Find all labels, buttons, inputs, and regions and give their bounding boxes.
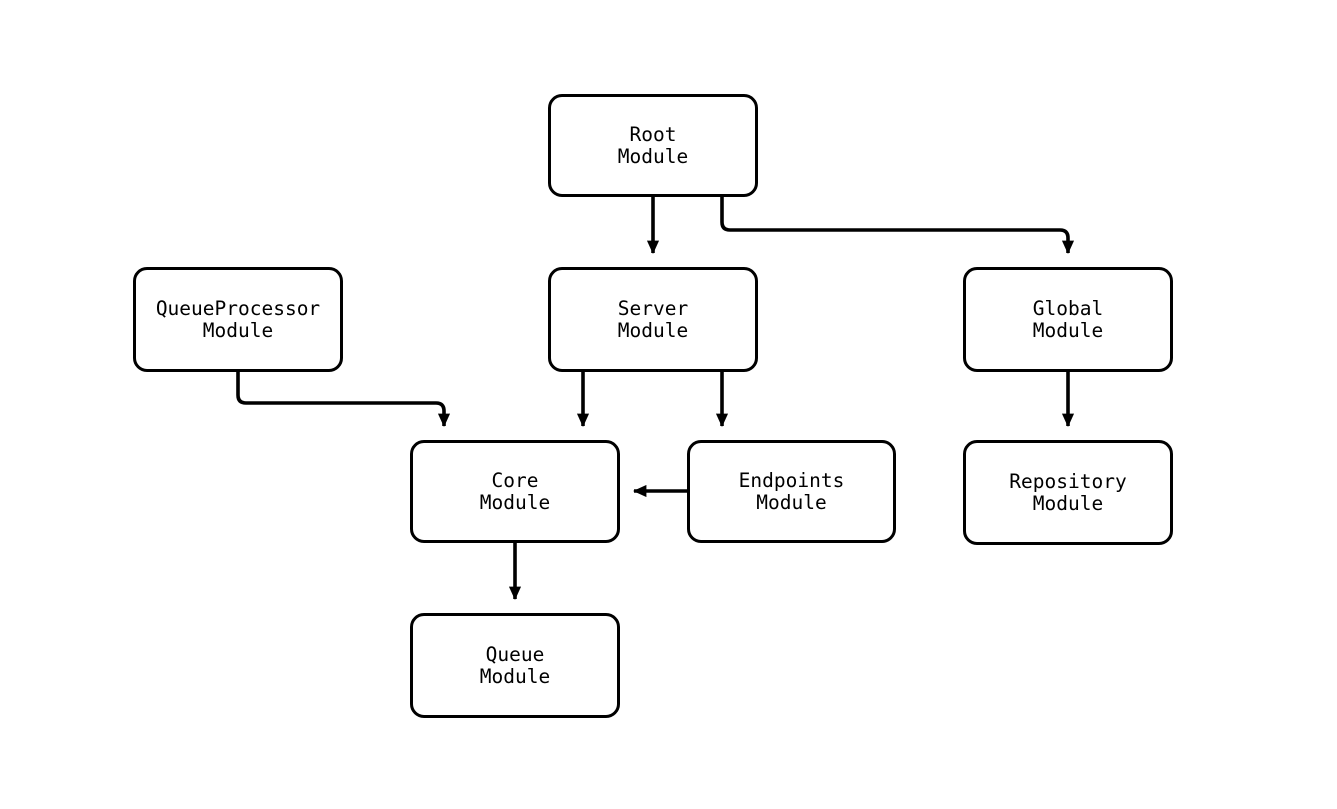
node-server-module[interactable]: Server Module — [548, 267, 758, 372]
node-root-module-label: Root Module — [617, 122, 689, 168]
node-queue-module-label: Queue Module — [479, 642, 551, 688]
node-root-module[interactable]: Root Module — [548, 94, 758, 197]
node-queueprocessor-module-label: QueueProcessor Module — [155, 296, 321, 342]
node-queueprocessor-module[interactable]: QueueProcessor Module — [133, 267, 343, 372]
edge-queueprocessor-core — [236, 372, 451, 427]
node-queue-module[interactable]: Queue Module — [410, 613, 620, 718]
node-server-module-label: Server Module — [617, 296, 689, 342]
node-endpoints-module-label: Endpoints Module — [738, 468, 845, 514]
node-repository-module-label: Repository Module — [1009, 469, 1127, 515]
node-endpoints-module[interactable]: Endpoints Module — [687, 440, 896, 543]
node-core-module-label: Core Module — [479, 468, 551, 514]
node-global-module-label: Global Module — [1032, 296, 1104, 342]
node-global-module[interactable]: Global Module — [963, 267, 1173, 372]
node-repository-module[interactable]: Repository Module — [963, 440, 1173, 545]
node-core-module[interactable]: Core Module — [410, 440, 620, 543]
edge-root-global — [720, 197, 1075, 254]
